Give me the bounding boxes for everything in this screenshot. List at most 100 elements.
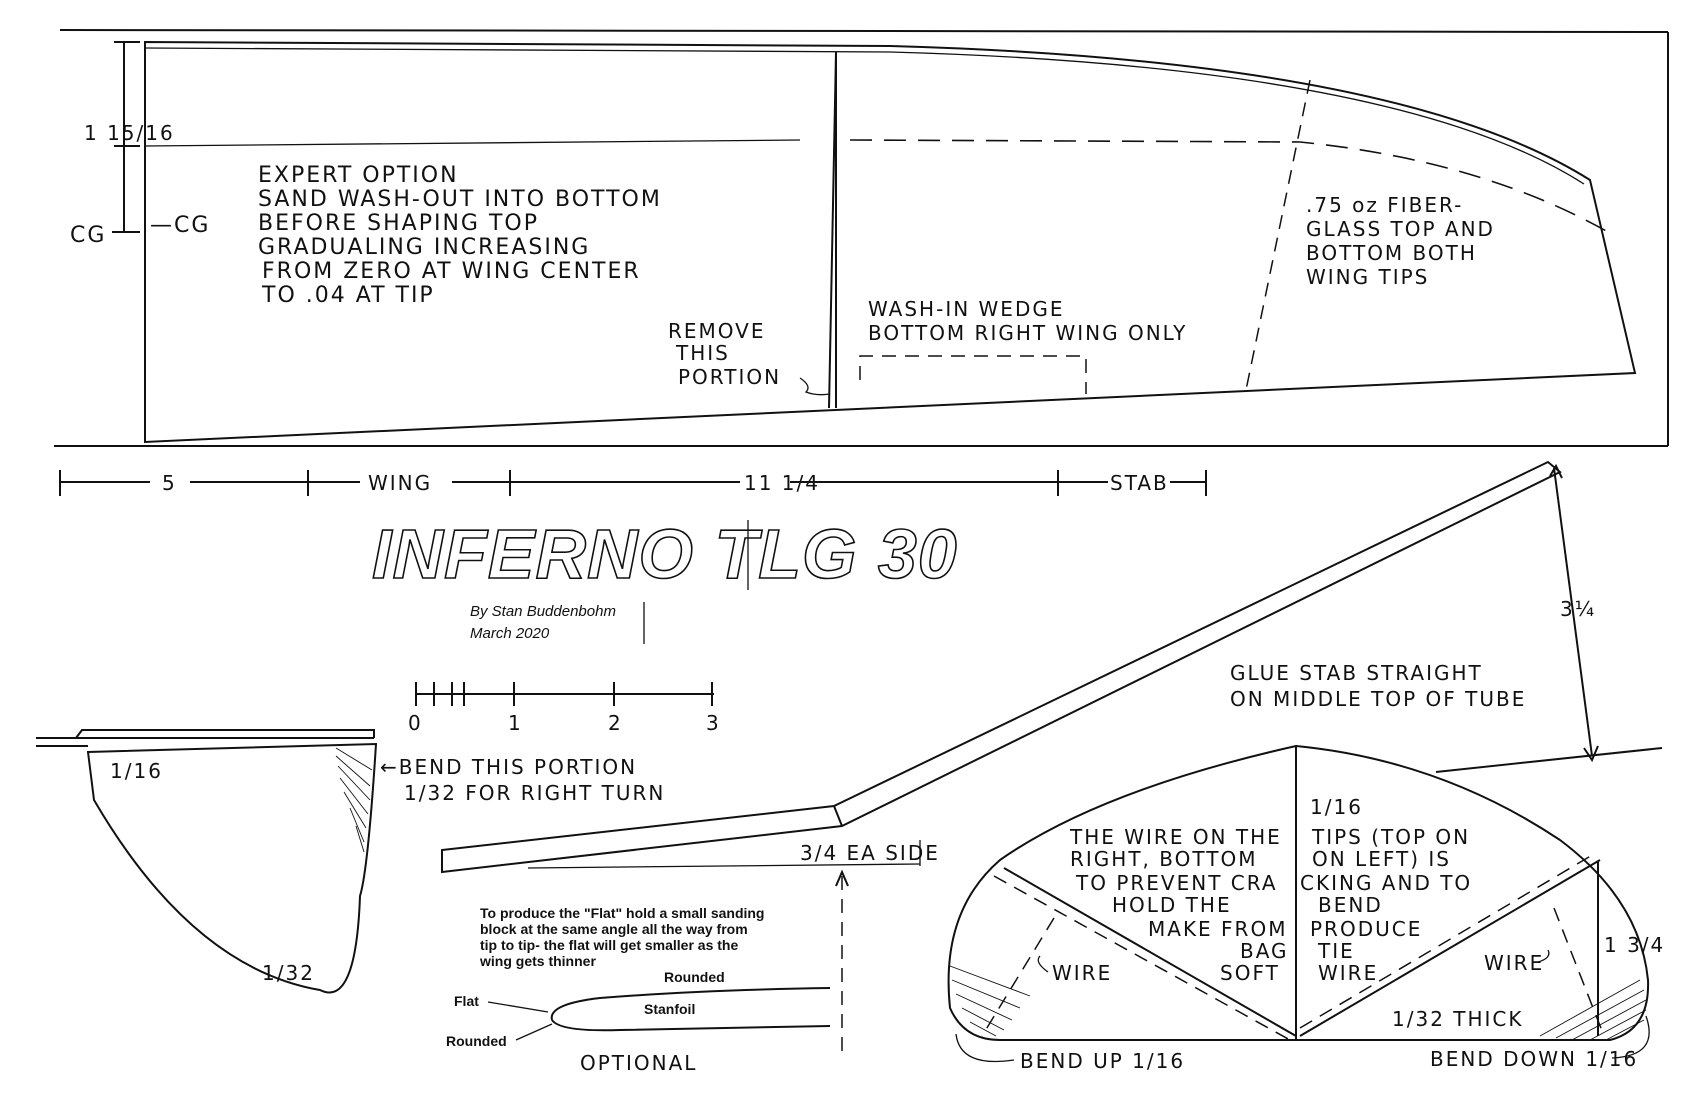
note-line: REMOVE [668, 319, 766, 343]
note-line: TO .04 AT TIP [261, 283, 435, 308]
wash-in-note: WASH-IN WEDGE BOTTOM RIGHT WING ONLY [868, 297, 1187, 345]
date: March 2020 [470, 625, 550, 642]
spar-line [144, 139, 801, 147]
scale-label: 2 [608, 711, 623, 735]
stab-bend-line-left [981, 917, 1055, 1037]
fiberglass-note: .75 oz FIBER- GLASS TOP AND BOTTOM BOTH … [1306, 193, 1495, 289]
dim-nose-label: 5 [162, 471, 177, 495]
bend-down-label: BEND DOWN 1/16 [1430, 1047, 1638, 1071]
scale-label: 3 [706, 711, 721, 735]
stab-center-arrow [835, 869, 849, 887]
dim-mid-label: 11 1/4 [744, 471, 820, 495]
cg-inner-label: —CG [150, 213, 210, 238]
stab-wire-left-label: WIRE [1052, 961, 1112, 985]
wing-panel: 1 15/16 CG —CG EXPERT OPTION SAND WASH-O… [54, 29, 1669, 447]
stab-wire-right [1299, 859, 1601, 1037]
note-line: GLASS TOP AND [1306, 217, 1495, 241]
fin-top-thickness: 1/16 [110, 759, 163, 783]
airfoil-flat-label: Flat [454, 993, 479, 1009]
cg-outer-label: CG [70, 223, 106, 248]
height-dim-line [1553, 467, 1593, 757]
each-side-rule [527, 863, 921, 869]
airfoil-instruction: wing gets thinner [479, 953, 596, 969]
flat-pointer [487, 1001, 549, 1013]
byline: By Stan Buddenbohm [470, 603, 616, 620]
note-line: BOTTOM RIGHT WING ONLY [868, 321, 1187, 345]
note-line: WASH-IN WEDGE [868, 297, 1064, 321]
stab-right-note: TIPS (TOP ON ON LEFT) IS CKING AND TO BE… [1300, 825, 1472, 985]
boom-joint [833, 805, 843, 827]
stab-top-thickness: 1/16 [1310, 795, 1363, 819]
fin-hatch [335, 747, 373, 853]
optional-label: OPTIONAL [580, 1051, 697, 1075]
stab-left-note: THE WIRE ON THE RIGHT, BOTTOM TO PREVENT… [1069, 825, 1289, 985]
fin-outline [86, 742, 378, 994]
boom-height-label: 3¼ [1560, 597, 1596, 621]
airfoil-lower-surface [551, 1019, 831, 1032]
each-side-label: 3/4 EA SIDE [800, 841, 940, 865]
bend-up-pointer [955, 1033, 1015, 1063]
note-line: WIRE [1318, 961, 1378, 985]
airfoil-top-label: Rounded [664, 969, 725, 985]
note-line: FROM ZERO AT WING CENTER [262, 259, 641, 284]
fuselage-dimension-line: 5 WING 11 1/4 STAB [59, 470, 1207, 496]
scale-label: 1 [508, 711, 523, 735]
bend-up-label: BEND UP 1/16 [1020, 1049, 1185, 1073]
center-section-line-2 [828, 51, 837, 409]
stab-wire-right-dash [1299, 853, 1595, 1029]
root-dimension-label: 1 15/16 [84, 121, 175, 145]
note-line: SAND WASH-OUT INTO BOTTOM [258, 187, 662, 212]
note-line: GRADUALING INCREASING [258, 235, 590, 260]
stab-plan: 1/16 THE WIRE ON THE RIGHT, BOTTOM TO PR… [947, 744, 1665, 1073]
airfoil-detail: To produce the "Flat" hold a small sandi… [446, 905, 831, 1075]
fin-tip-thickness: 1/32 [262, 961, 315, 985]
dim-stab-label: STAB [1110, 471, 1169, 495]
stab-outline [947, 744, 1650, 1041]
note-line: HOLD THE [1112, 893, 1232, 917]
note-line: TIPS (TOP ON [1311, 825, 1470, 849]
note-line: THIS [675, 341, 730, 365]
note-line: PRODUCE [1310, 917, 1422, 941]
wire-right-pointer [1537, 949, 1550, 963]
dim-wing-label: WING [368, 471, 432, 495]
title-block: INFERNO TLG 30 By Stan Buddenbohm March … [371, 514, 958, 644]
note-line: TIE [1317, 939, 1355, 963]
stab-height-label: 1 3/4 [1604, 933, 1665, 957]
tip-fiberglass-line [1245, 79, 1311, 391]
stab-edge [75, 729, 375, 739]
fin-bend-note-line2: 1/32 FOR RIGHT TURN [404, 781, 665, 805]
airfoil-instruction: tip to tip- the flat will get smaller as… [480, 937, 738, 953]
note-line: TO PREVENT CRA [1075, 871, 1278, 895]
glue-note-line1: GLUE STAB STRAIGHT [1230, 661, 1483, 685]
note-line: BEFORE SHAPING TOP [258, 211, 539, 236]
remove-portion-note: REMOVE THIS PORTION [668, 319, 831, 396]
note-line: PORTION [678, 365, 781, 389]
stab-hatch-left [949, 965, 1031, 1037]
plan-title: INFERNO TLG 30 [372, 515, 958, 593]
fin-bend-note-line1: ←BEND THIS PORTION [380, 755, 637, 779]
note-line: BEND [1318, 893, 1383, 917]
height-dim-arrow-top [1549, 463, 1563, 479]
note-line: RIGHT, BOTTOM [1070, 847, 1257, 871]
note-line: SOFT [1220, 961, 1280, 985]
spar-line-dashed [849, 139, 1609, 233]
stab-wire-right-label: WIRE [1484, 951, 1544, 975]
note-line: BAG [1240, 939, 1289, 963]
note-line: THE WIRE ON THE [1069, 825, 1282, 849]
airfoil-instruction: To produce the "Flat" hold a small sandi… [480, 905, 764, 921]
note-line: ON LEFT) IS [1312, 847, 1451, 871]
note-line: CKING AND TO [1300, 871, 1472, 895]
note-line: EXPERT OPTION [258, 163, 459, 188]
airfoil-name: Stanfoil [644, 1001, 695, 1017]
boom-side-view: 3¼ GLUE STAB STRAIGHT ON MIDDLE TOP OF T… [441, 460, 1663, 1056]
note-line: WING TIPS [1306, 265, 1429, 289]
rounded-pointer [515, 1023, 553, 1041]
note-line: MAKE FROM [1148, 917, 1287, 941]
airfoil-instruction: block at the same angle all the way from [480, 921, 748, 937]
glue-note-line2: ON MIDDLE TOP OF TUBE [1230, 687, 1526, 711]
wing-outline [144, 40, 1637, 444]
remove-arrow [799, 377, 831, 396]
wire-left-pointer [1037, 955, 1049, 973]
bend-down-pointer [1611, 1015, 1650, 1059]
